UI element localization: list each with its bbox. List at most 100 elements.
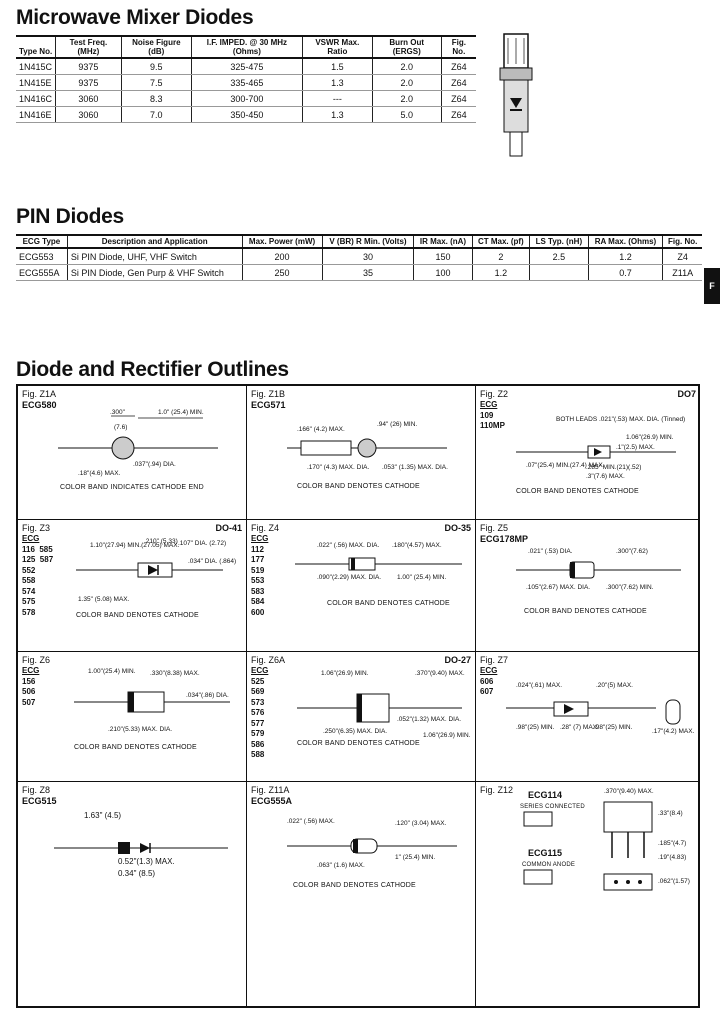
dim-label: BOTH LEADS .021"(.53) MAX. DIA. (Tinned) xyxy=(556,416,686,423)
dim-label: 1.63" (4.5) xyxy=(84,811,122,820)
dim-label: .1"(2.5) MAX. xyxy=(616,444,655,451)
column-header: I.F. IMPED. @ 30 MHz (Ohms) xyxy=(191,36,303,59)
table-cell: ECG555A xyxy=(16,264,68,281)
column-header: VSWR Max. Ratio xyxy=(302,36,373,59)
cell-z4: Fig. Z4 DO-35 ECG 112 177 519 553 583 58… xyxy=(247,520,476,652)
ecg-number: ECG580 xyxy=(22,400,57,410)
table-cell: Si PIN Diode, Gen Purp & VHF Switch xyxy=(67,264,243,281)
dim-label: 1.35" (5.08) MAX. xyxy=(78,596,130,603)
dim-label: .105"(2.67) MAX. DIA. xyxy=(526,584,591,591)
dim-label: 1" (25.4) MIN. xyxy=(395,854,436,861)
dim-label: .180"(4.57) MAX. xyxy=(392,542,442,549)
table-cell: 9375 xyxy=(55,58,122,75)
dim-label: .17"(4.2) MAX. xyxy=(652,728,695,735)
column-header: ECG Type xyxy=(16,235,68,249)
table-cell: 7.5 xyxy=(121,74,192,91)
dim-label: .07"(25.4) MIN.(27.4) MAX. xyxy=(526,462,605,469)
cell-z12: Fig. Z12 ECG114 SERIES CONNECTED ECG115 … xyxy=(476,782,700,1008)
diode-outline-z1b xyxy=(287,438,447,458)
figure-note: COLOR BAND INDICATES CATHODE END xyxy=(60,484,204,491)
dim-label: .20"(5) MAX. xyxy=(596,682,633,689)
column-header: IR Max. (nA) xyxy=(413,235,473,249)
dim-label: .062"(1.57) xyxy=(658,878,690,885)
ecg-number: ECG515 xyxy=(22,796,57,806)
mixer-diode-image xyxy=(499,33,533,157)
section-title-pin: PIN Diodes xyxy=(16,205,124,228)
column-header: Noise Figure (dB) xyxy=(121,36,192,59)
cell-z6a: Fig. Z6A DO-27 ECG 525 569 573 576 577 5… xyxy=(247,652,476,782)
cell-z2: Fig. Z2 DO7 ECG 109 110MP BOTH LEADS .02… xyxy=(476,386,700,520)
diode-outline-z12 xyxy=(523,801,653,891)
dim-label: .94" (26) MIN. xyxy=(377,421,418,428)
column-header: Description and Application xyxy=(67,235,243,249)
cell-z6: Fig. Z6 ECG 156 506 507 1.00"(25.4) MIN.… xyxy=(18,652,247,782)
dim-label: .107" DIA. (2.72) xyxy=(178,540,227,547)
cell-z1a: Fig. Z1A ECG580 .300" 1.0" (25.4) MIN. (… xyxy=(18,386,247,520)
table-cell: 300-700 xyxy=(191,90,303,107)
section-title-microwave: Microwave Mixer Diodes xyxy=(16,6,254,29)
figure-note: COLOR BAND DENOTES CATHODE xyxy=(297,483,420,490)
table-cell: 2.5 xyxy=(529,248,589,265)
dim-label: 1.00"(25.4) MIN. xyxy=(88,668,136,675)
table-cell: 5.0 xyxy=(372,106,442,123)
fig-label: Fig. Z4 xyxy=(251,523,280,533)
package-label: DO-27 xyxy=(444,655,471,665)
ecg-list: ECG 156 506 507 xyxy=(22,666,40,707)
figure-note: COLOR BAND DENOTES CATHODE xyxy=(524,608,647,615)
dim-label: .3"(7.6) MAX. xyxy=(586,473,625,480)
table-cell: Z64 xyxy=(441,90,476,107)
table-cell: 1.2 xyxy=(472,264,531,281)
cell-z1b: Fig. Z1B ECG571 .166" (4.2) MAX. .94" (2… xyxy=(247,386,476,520)
fig-label: Fig. Z11A xyxy=(251,785,290,795)
fig-label: Fig. Z5 xyxy=(480,523,509,533)
table-cell: 2.0 xyxy=(372,58,442,75)
table-cell: 3060 xyxy=(55,90,122,107)
dim-label: .022" (.56) MAX. DIA. xyxy=(317,542,380,549)
table-cell: 1.3 xyxy=(302,106,373,123)
fig-label: Fig. Z1A xyxy=(22,389,57,399)
dim-label: 1.10"(27.94) MIN.(27.05) MAX. xyxy=(90,542,180,549)
table-cell: --- xyxy=(302,90,373,107)
ecg-number: ECG178MP xyxy=(480,534,529,544)
table-cell: 200 xyxy=(242,248,323,265)
table-cell: 350-450 xyxy=(191,106,303,123)
table-cell: 1N416C xyxy=(16,90,57,107)
dim-label: .053" (1.35) MAX. DIA. xyxy=(382,464,448,471)
ecg-number: ECG555A xyxy=(251,796,293,806)
dim-label: .037"(.94) DIA. xyxy=(133,461,176,468)
diode-outline-z8 xyxy=(54,842,228,854)
dim-label: .120" (3.04) MAX. xyxy=(395,820,447,827)
table-cell: 2.0 xyxy=(372,90,442,107)
table-cell: 1N415C xyxy=(16,58,57,75)
table-cell: 1.5 xyxy=(302,58,373,75)
column-header: RA Max. (Ohms) xyxy=(588,235,664,249)
table-cell: 3060 xyxy=(55,106,122,123)
diode-outline-z11a xyxy=(287,838,457,854)
ecg-list: ECG 116 585 125 587 552 558 574 575 578 xyxy=(22,534,54,617)
ecg-list: ECG 525 569 573 576 577 579 586 588 xyxy=(251,666,269,759)
table-cell: 2 xyxy=(472,248,531,265)
dim-label: .18"(4.6) MAX. xyxy=(78,470,121,477)
table-cell: 1N415E xyxy=(16,74,57,91)
dim-label: .034" DIA. (.864) xyxy=(188,558,237,565)
dim-label: .370"(9.40) MAX. xyxy=(604,788,654,795)
diode-outline-z3 xyxy=(76,562,223,578)
table-cell: Z4 xyxy=(662,248,702,265)
dim-label: .19"(4.83) xyxy=(658,854,687,861)
dim-label: .166" (4.2) MAX. xyxy=(297,426,345,433)
ecg-list: ECG 606 607 xyxy=(480,666,498,696)
dim-label: .28" (7) MAX. xyxy=(560,724,599,731)
column-header: Fig. No. xyxy=(662,235,702,249)
diode-outline-z2 xyxy=(516,445,676,459)
fig-label: Fig. Z2 xyxy=(480,389,509,399)
section-tab-marker: F xyxy=(704,268,720,304)
column-header: Test Freq. (MHz) xyxy=(55,36,122,59)
figure-note: COLOR BAND DENOTES CATHODE xyxy=(516,488,639,495)
table-cell: 8.3 xyxy=(121,90,192,107)
table-cell: 9375 xyxy=(55,74,122,91)
fig-label: Fig. Z7 xyxy=(480,655,509,665)
ecg-number: ECG571 xyxy=(251,400,286,410)
